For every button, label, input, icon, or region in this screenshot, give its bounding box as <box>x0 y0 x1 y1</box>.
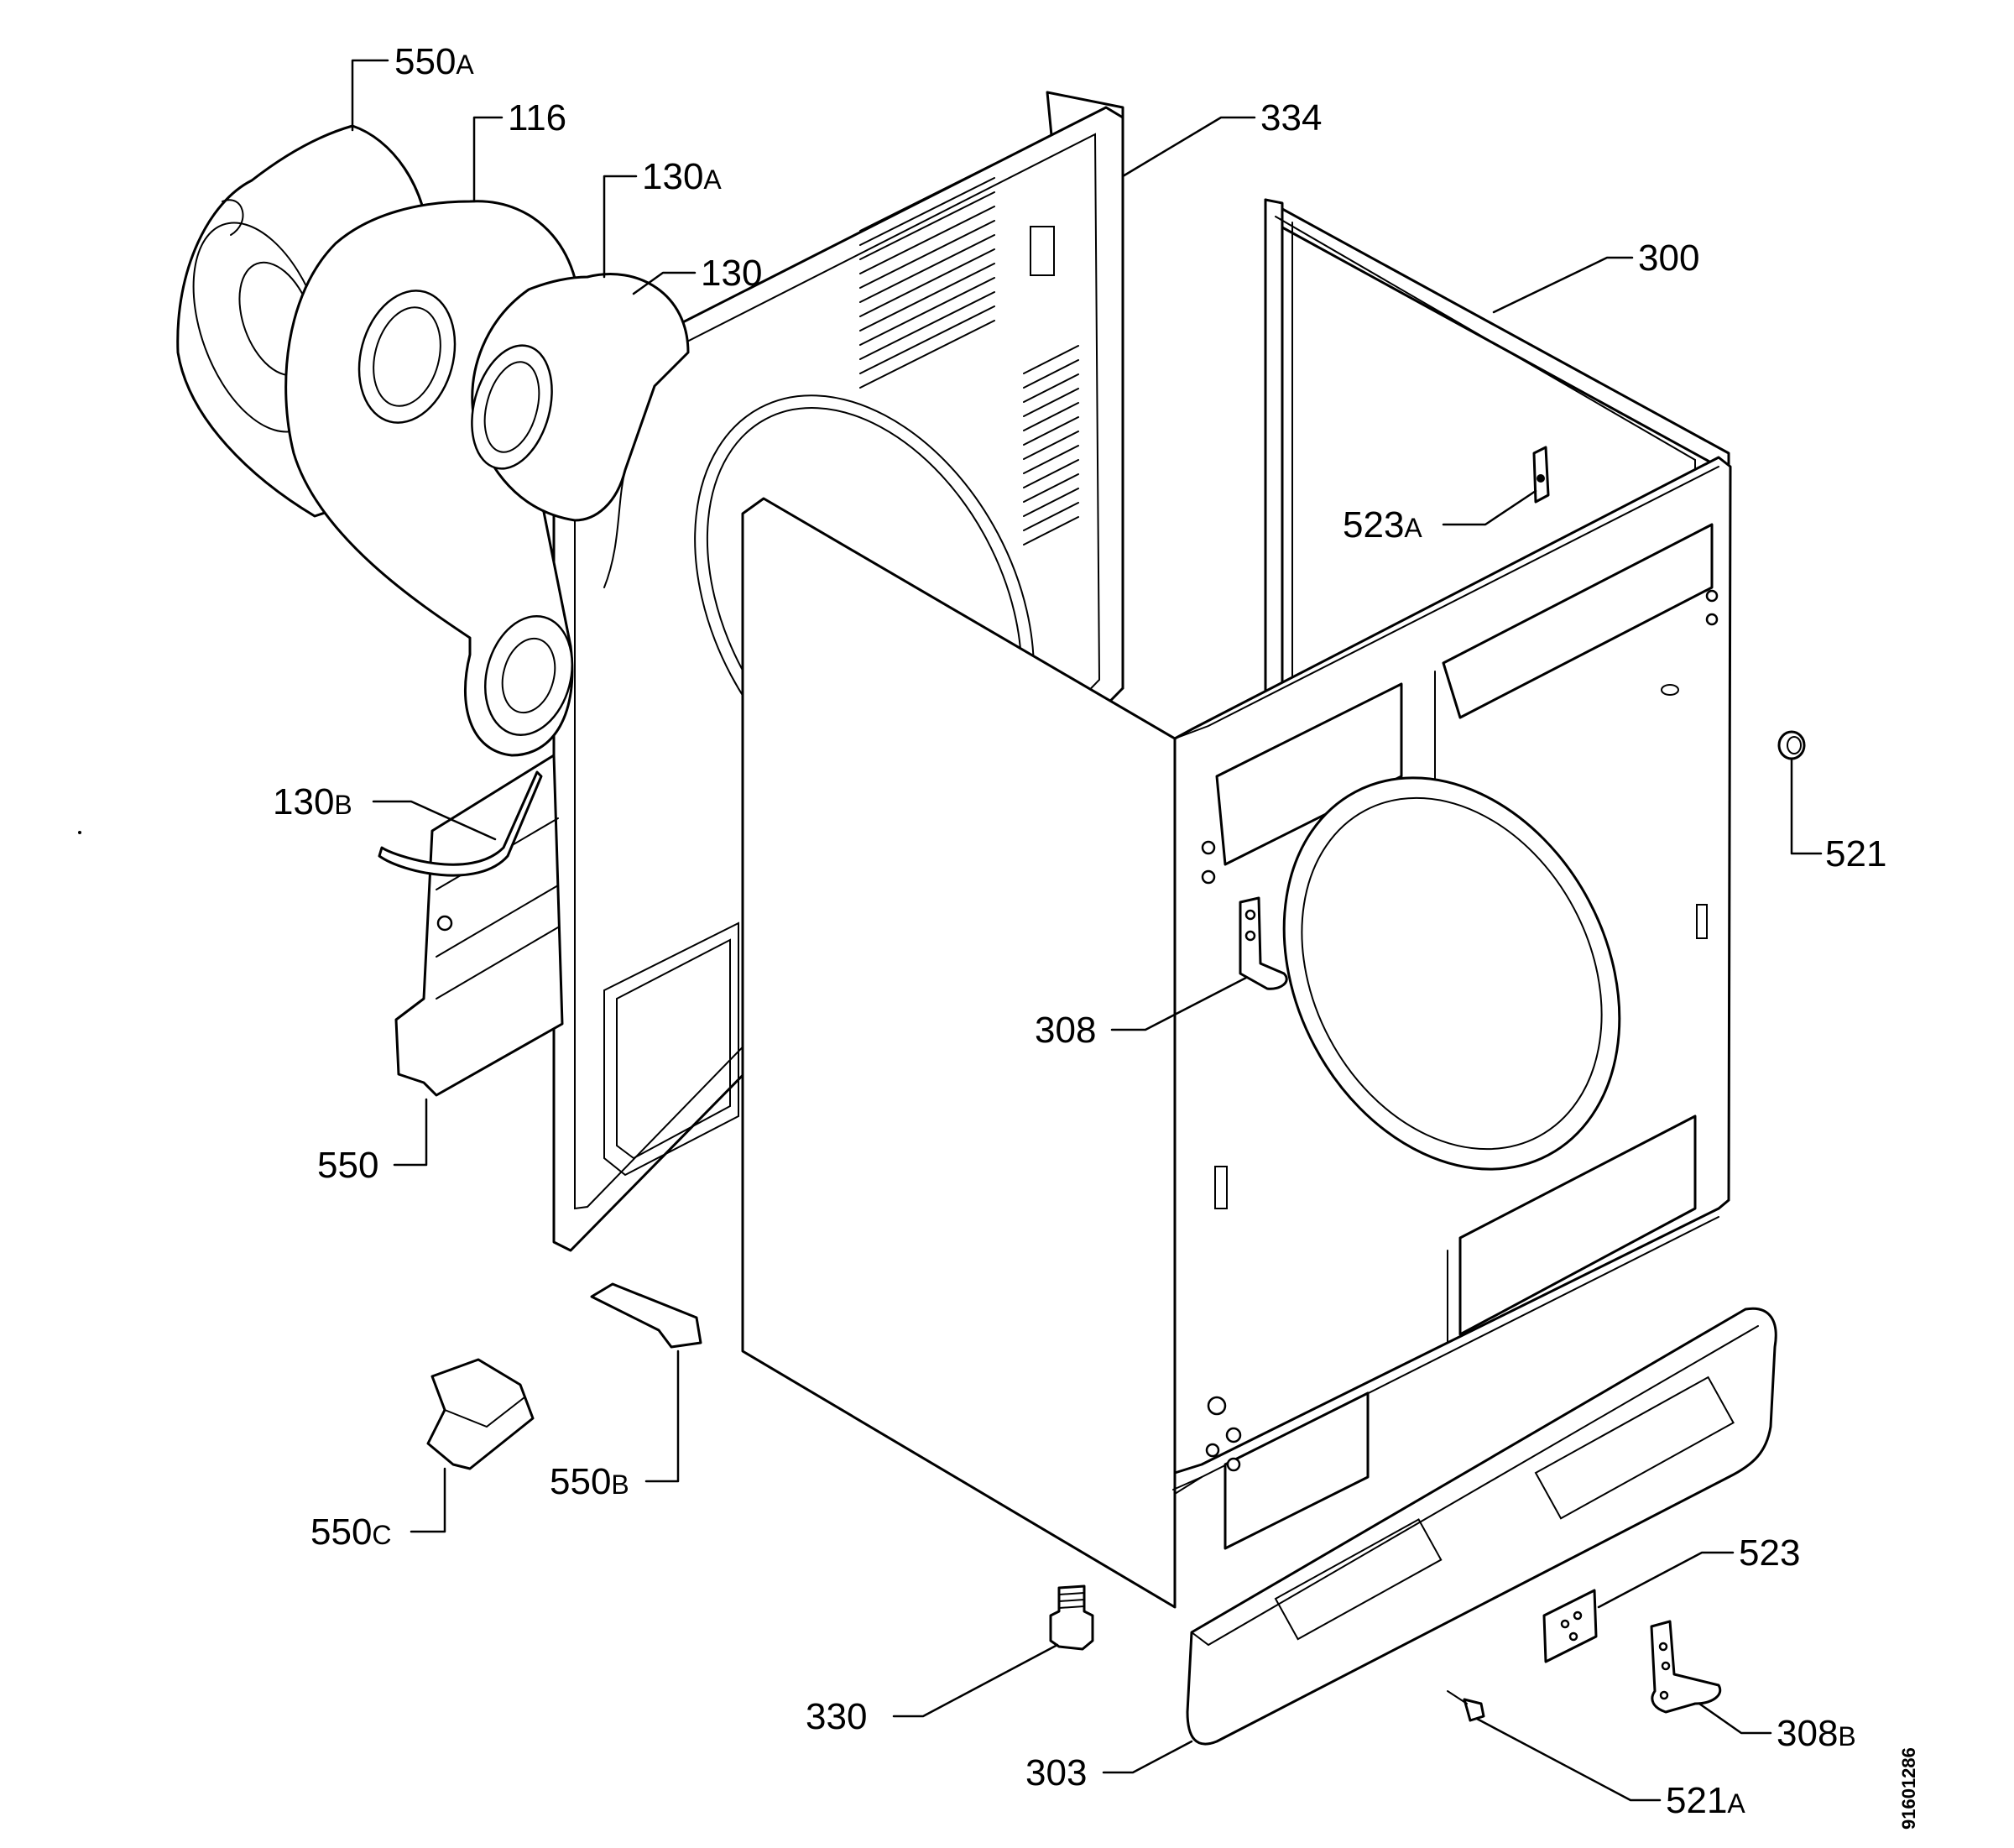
mounting-plate <box>1542 1589 1598 1663</box>
label-330: 330 <box>806 1696 867 1737</box>
label-550c: 550C <box>310 1511 392 1553</box>
label-116: 116 <box>508 97 566 138</box>
label-550b: 550B <box>550 1461 629 1502</box>
stray-mark <box>78 831 81 834</box>
screw <box>1447 1690 1485 1722</box>
hose-clip <box>378 770 543 877</box>
adjustable-foot <box>1049 1584 1094 1651</box>
label-550: 550 <box>317 1145 378 1186</box>
label-303: 303 <box>1025 1752 1087 1793</box>
angle-bracket <box>1650 1620 1722 1714</box>
document-number: 91601286 <box>1898 1747 1919 1830</box>
label-308b: 308B <box>1777 1713 1856 1754</box>
label-521a: 521A <box>1666 1780 1745 1821</box>
hinge-bracket <box>590 1282 702 1349</box>
label-130a: 130A <box>642 156 722 197</box>
keyhole-plate <box>1532 446 1550 504</box>
cabinet-front-panel <box>741 456 1732 1609</box>
label-550a: 550A <box>394 41 474 82</box>
label-523a: 523A <box>1343 504 1422 546</box>
label-334: 334 <box>1260 97 1322 138</box>
plinth-panel <box>1186 1307 1777 1746</box>
label-523: 523 <box>1739 1532 1800 1574</box>
label-300: 300 <box>1638 238 1699 279</box>
label-130: 130 <box>701 253 762 294</box>
door-hinge-bracket <box>1239 896 1288 990</box>
leader-lines <box>351 59 1823 1802</box>
duct-plate <box>471 273 690 588</box>
label-308: 308 <box>1035 1010 1096 1051</box>
label-130b: 130B <box>273 781 352 822</box>
latch-clip <box>426 1358 535 1470</box>
label-521: 521 <box>1825 833 1886 874</box>
plug-button <box>1777 730 1806 760</box>
